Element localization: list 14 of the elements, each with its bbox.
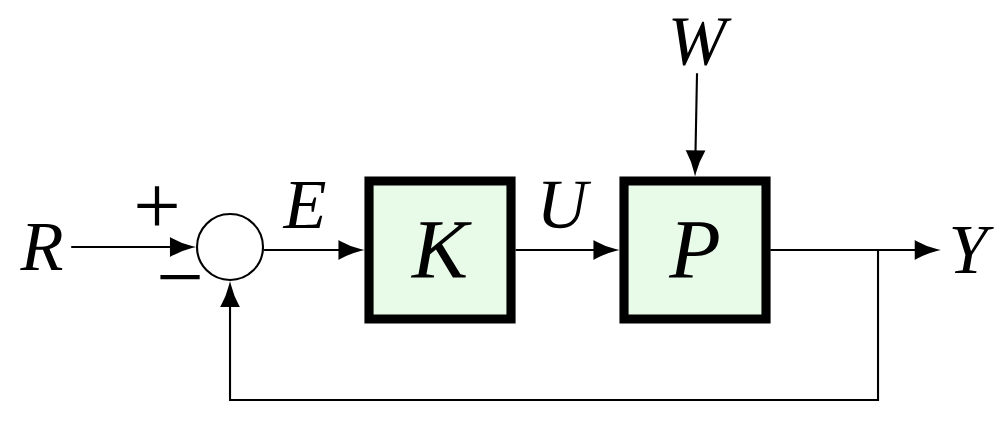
signal-label: R [20, 223, 63, 270]
sign-label: + [137, 186, 177, 226]
arrow [686, 73, 705, 174]
arrow [515, 240, 617, 260]
arrow [71, 237, 193, 257]
arrow [220, 248, 880, 402]
signal-label: W [672, 18, 732, 66]
signal-label: Y [952, 226, 994, 273]
block-box: K [364, 176, 516, 324]
edge-label: U [543, 181, 592, 229]
edge-label: E [282, 181, 326, 228]
arrow [264, 240, 362, 260]
block-box: P [619, 176, 771, 324]
sign-label: − [160, 274, 200, 280]
